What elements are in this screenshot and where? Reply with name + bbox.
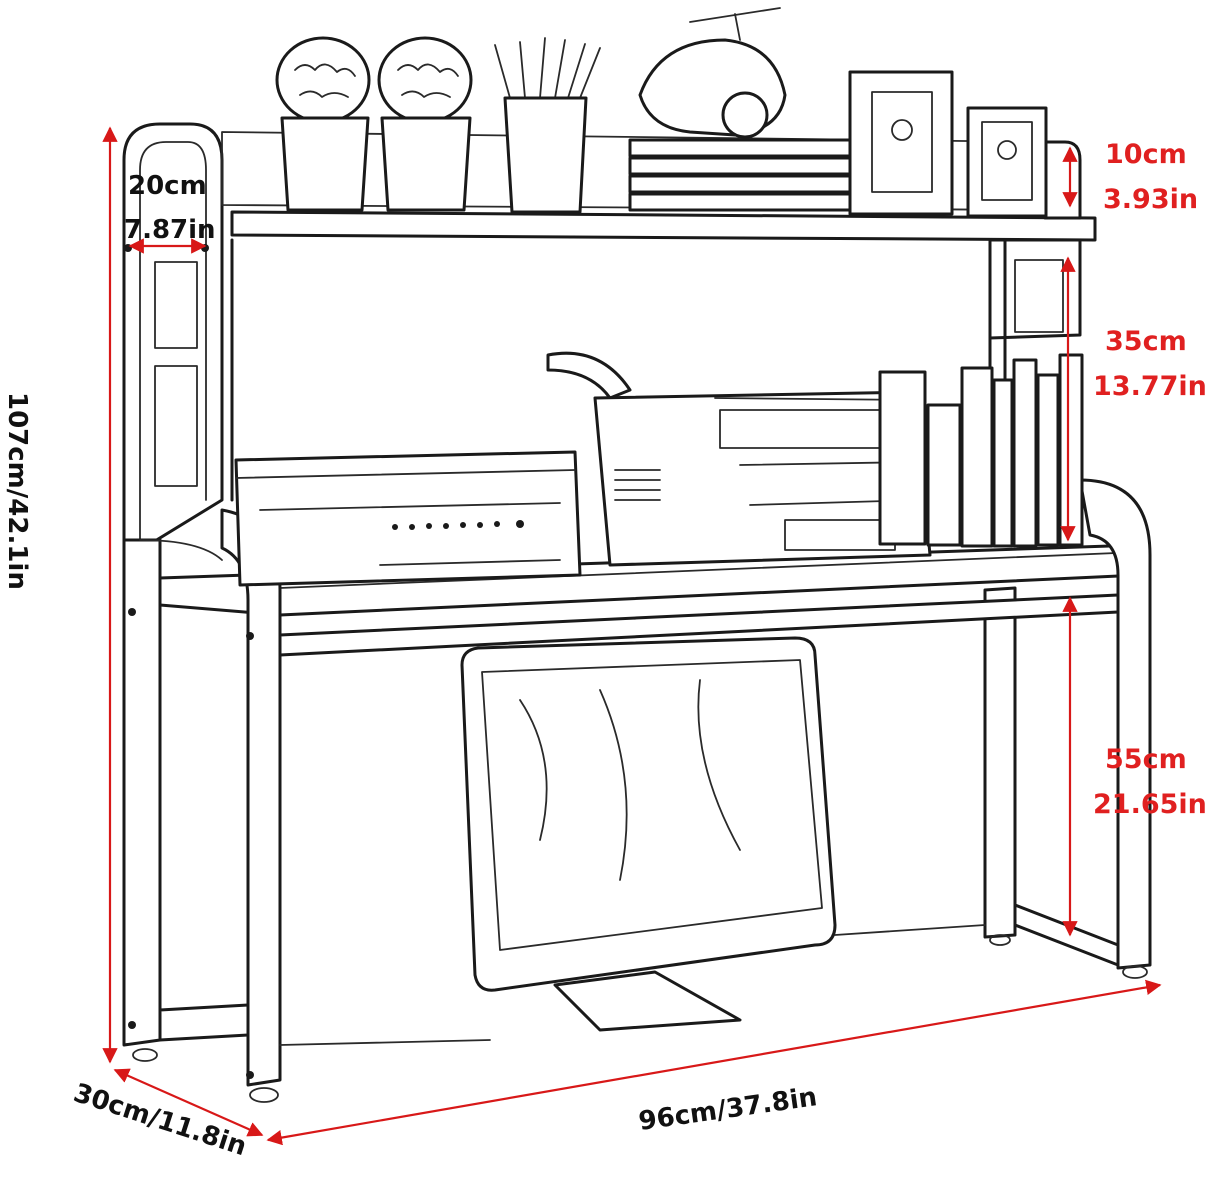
dimension-lines xyxy=(102,126,1162,1146)
top-shelf-items xyxy=(275,7,1048,218)
stacked-books xyxy=(628,138,857,212)
computer-monitor xyxy=(460,636,837,1032)
middle-gap-in-label: 13.77in xyxy=(1093,371,1207,402)
right-upper-side-panel xyxy=(1043,140,1082,220)
top-shelf-board xyxy=(230,210,1097,242)
right-back-leg xyxy=(983,586,1017,939)
side-depth-cm-label: 20cm xyxy=(128,171,207,201)
photo-frame-large xyxy=(848,70,954,216)
middle-shelf-items xyxy=(234,351,1084,587)
desk-shelf-illustration xyxy=(122,122,1152,1103)
left-back-leg xyxy=(122,538,162,1047)
lower-gap-in-label: 21.65in xyxy=(1093,789,1207,820)
right-front-leg xyxy=(1078,478,1152,970)
printer-left xyxy=(234,450,582,587)
width-arrow xyxy=(266,979,1162,1146)
side-depth-in-label: 7.87in xyxy=(124,215,216,245)
total-height-label: 107cm/42.1in xyxy=(2,392,32,590)
toy-airplane xyxy=(638,7,787,139)
potted-plant-right xyxy=(377,36,473,212)
top-rail-cm-label: 10cm xyxy=(1105,139,1187,170)
top-rail-in-label: 3.93in xyxy=(1103,184,1198,215)
photo-frame-small xyxy=(966,106,1048,218)
lower-front-crossbar xyxy=(278,593,1120,657)
lower-gap-cm-label: 55cm xyxy=(1105,744,1187,775)
upright-books xyxy=(878,353,1084,548)
depth-arrow xyxy=(113,1068,264,1137)
potted-plant-left xyxy=(275,36,371,212)
printer-vent xyxy=(614,469,661,501)
printer-center xyxy=(546,351,932,567)
bottom-right-rail xyxy=(1013,903,1120,967)
middle-gap-cm-label: 35cm xyxy=(1105,326,1187,357)
width-label: 96cm/37.8in xyxy=(637,1082,819,1137)
pen-cup xyxy=(494,37,601,214)
